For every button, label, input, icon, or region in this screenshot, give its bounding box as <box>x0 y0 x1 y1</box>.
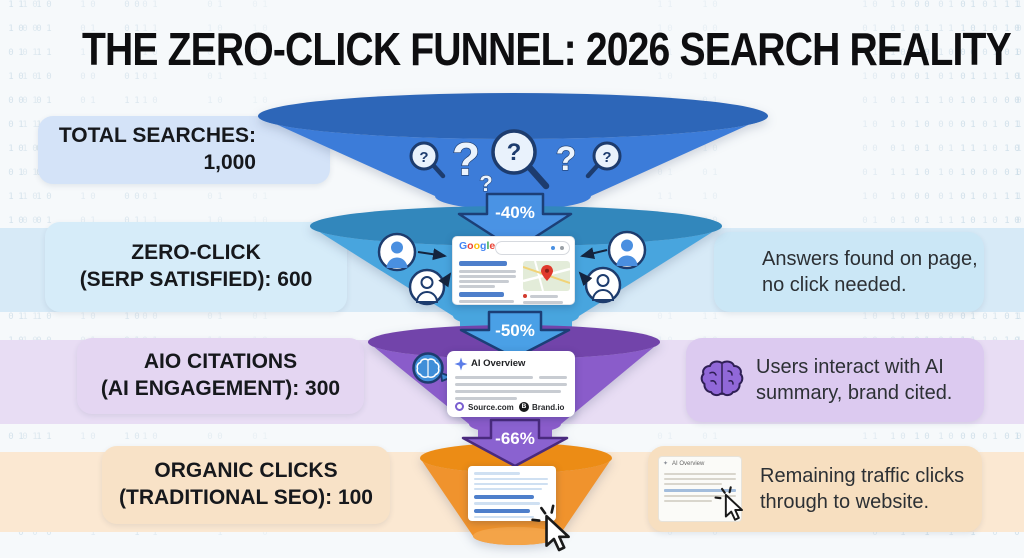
note-box-zero-click: Answers found on page, no click needed. <box>714 232 984 312</box>
note-line: Remaining traffic clicks <box>760 465 965 487</box>
sparkle-icon: ✦ <box>663 461 669 467</box>
link-line <box>664 489 736 492</box>
text-line <box>474 515 534 518</box>
local-result-pin-dot <box>523 294 527 298</box>
text-line <box>664 473 736 475</box>
mini-card-title: AI Overview <box>672 461 705 467</box>
summary-line <box>455 376 533 379</box>
note-line: Users interact with AI <box>756 356 944 378</box>
label-line: AIO CITATIONS <box>143 350 298 374</box>
text-line <box>664 483 722 485</box>
result-text-line <box>459 270 516 273</box>
magnifier-icon: ? <box>585 141 622 179</box>
note-line: through to website. <box>760 491 929 513</box>
note-box-aio-citations: Users interact with AI summary, brand ci… <box>686 338 984 422</box>
search-questions-icons: ? ? ? ? ? ? <box>409 129 622 197</box>
result-text-line <box>459 300 514 303</box>
question-mark-icon: ? <box>556 140 577 178</box>
brain-icon <box>700 360 744 397</box>
question-mark-icon: ? <box>452 133 480 185</box>
label-line: ORGANIC CLICKS <box>154 459 338 483</box>
serp-click-card-icon: ✦ AI Overview <box>658 456 744 522</box>
label-box-organic-clicks: ORGANIC CLICKS (TRADITIONAL SEO): 100 <box>102 446 390 524</box>
drop-arrow-40: -40% <box>457 192 573 252</box>
avatar-arrow <box>417 247 608 288</box>
question-mark-icon: ? <box>479 171 492 196</box>
local-result-line <box>530 295 558 298</box>
google-serp-card: Google <box>452 236 575 305</box>
page-title: THE ZERO-CLICK FUNNEL: 2026 SEARCH REALI… <box>81 23 1012 75</box>
avatar-icon <box>584 266 622 304</box>
text-line <box>664 500 712 502</box>
ai-overview-title: AI Overview <box>471 358 526 369</box>
label-value: (AI ENGAGEMENT): 300 <box>100 377 341 400</box>
summary-line <box>455 390 561 393</box>
text-line <box>474 477 548 480</box>
source-citation: Source.com <box>468 403 514 412</box>
text-line <box>474 472 520 475</box>
result-text-line <box>459 280 509 283</box>
drop-rate-label: -40% <box>495 203 535 222</box>
svg-text:?: ? <box>419 149 428 166</box>
note-box-organic-clicks: ✦ AI Overview Remaining traffic clicks t… <box>648 446 982 532</box>
note-line: Answers found on page, <box>762 248 978 270</box>
label-line: TOTAL SEARCHES: <box>58 124 256 148</box>
result-text-line <box>459 285 495 288</box>
link-line <box>474 509 530 513</box>
label-line: ZERO-CLICK <box>131 241 261 265</box>
summary-line <box>455 383 567 386</box>
text-line <box>664 478 736 480</box>
ai-brain-badge-icon <box>412 352 453 384</box>
magnifier-icon: ? <box>409 141 446 179</box>
text-line <box>474 487 542 490</box>
map-pin-icon <box>541 265 553 281</box>
drop-rate-label: -50% <box>495 321 535 340</box>
brand-citation: Brand.io <box>532 403 565 412</box>
local-result-line <box>523 301 563 304</box>
brand-favicon-icon: B <box>519 402 529 412</box>
organic-click-card <box>468 466 570 552</box>
drop-arrow-66: -66% <box>461 418 569 468</box>
google-logo: Google <box>459 240 496 252</box>
svg-text:?: ? <box>507 139 522 166</box>
result-link-line <box>459 292 504 297</box>
apps-icon <box>560 245 564 250</box>
avatar-icon <box>607 230 647 270</box>
text-line <box>474 502 540 505</box>
label-box-zero-click: ZERO-CLICK (SERP SATISFIED): 600 <box>45 222 347 312</box>
note-line: no click needed. <box>762 274 907 296</box>
magnifier-icon: ? <box>491 129 550 190</box>
avatar-icon <box>408 268 446 306</box>
label-box-total-searches: TOTAL SEARCHES: 1,000 <box>38 116 330 184</box>
label-box-aio-citations: AIO CITATIONS (AI ENGAGEMENT): 300 <box>77 338 364 414</box>
cursor-click-icon <box>714 486 744 521</box>
drop-arrow-50: -50% <box>459 310 571 360</box>
drop-rate-label: -66% <box>495 429 535 448</box>
mic-icon <box>551 245 555 250</box>
label-value: 1,000 <box>203 151 256 174</box>
text-line <box>664 495 736 497</box>
map-thumbnail <box>523 261 570 291</box>
text-line <box>474 482 548 485</box>
summary-line <box>539 376 567 379</box>
svg-text:?: ? <box>602 149 611 166</box>
note-line: summary, brand cited. <box>756 382 953 404</box>
result-link-line <box>459 261 507 266</box>
link-line <box>474 495 534 499</box>
result-text-line <box>459 275 516 278</box>
user-avatars <box>377 230 647 306</box>
summary-line <box>455 397 517 400</box>
label-value: (SERP SATISFIED): 600 <box>79 268 313 291</box>
ai-overview-card: AI Overview Source.com B Brand.io <box>447 351 575 417</box>
label-value: (TRADITIONAL SEO): 100 <box>119 486 373 509</box>
avatar-icon <box>377 232 417 272</box>
sparkle-icon <box>454 357 468 371</box>
cursor-click-icon <box>531 504 570 552</box>
source-favicon-icon <box>455 402 464 411</box>
search-input <box>495 241 570 255</box>
